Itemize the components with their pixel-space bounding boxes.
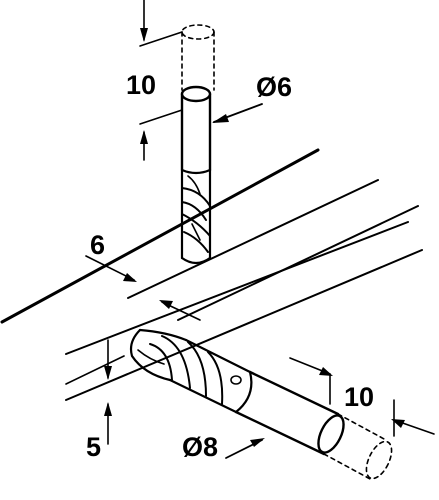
top-diameter-label: Ø6: [256, 72, 293, 102]
board-edge-lower-a: [65, 221, 409, 355]
bottom-drill-shank: [234, 370, 345, 456]
top-drill-shank: [180, 85, 212, 172]
top-bore-projection: [181, 24, 215, 91]
bottom-depth-dimension: [289, 357, 435, 437]
top-drill-tip: [180, 168, 212, 265]
bottom-diameter-leader: [225, 438, 265, 459]
board-edge-lower-b: [65, 249, 423, 401]
top-depth-label: 10: [126, 70, 157, 100]
board-lines: [0, 148, 423, 401]
board-edge-middle: [127, 179, 379, 299]
spacing-dimension: [85, 255, 201, 321]
bottom-offset-label: 5: [86, 432, 102, 462]
top-diameter-leader: [212, 103, 263, 123]
bottom-diameter-label: Ø8: [182, 432, 219, 462]
board-edge-front: [177, 205, 419, 321]
bottom-depth-label: 10: [344, 382, 375, 412]
bottom-bore-projection: [323, 413, 393, 481]
spacing-label: 6: [90, 230, 106, 260]
bottom-drill-tip: [129, 328, 253, 414]
bottom-offset-dimension: [65, 339, 125, 445]
top-depth-dimension: [139, 0, 183, 161]
board-edge-top: [0, 148, 320, 324]
